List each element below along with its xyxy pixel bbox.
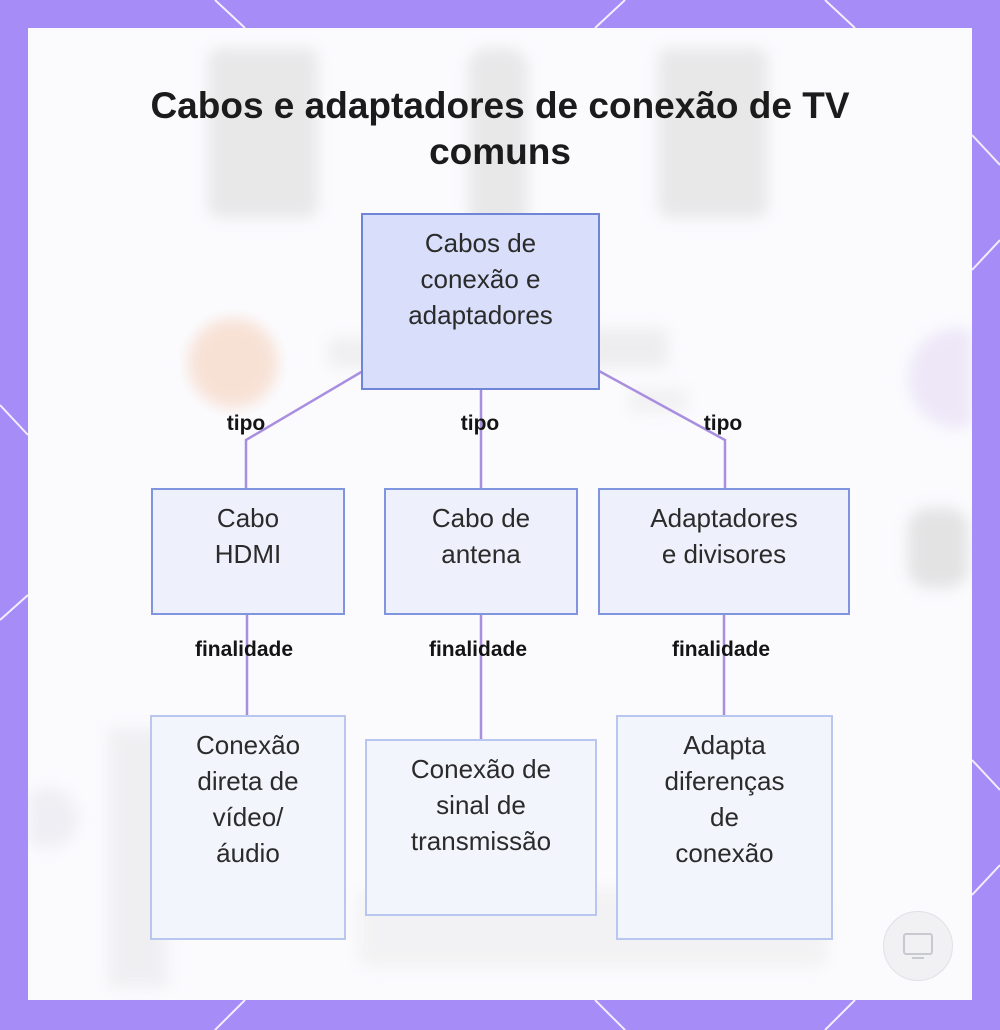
edge-label-finalidade-adaptadores: finalidade (671, 638, 771, 661)
edge-root-to-hdmi (244, 369, 365, 490)
leaf-conexao-sinal-transmissao-label: Conexão de sinal de transmissão (410, 754, 552, 856)
leaf-conexao-video-audio-label: Conexão direta de vídeo/ áudio (195, 730, 301, 868)
node-cabo-hdmi: Cabo HDMI (151, 488, 345, 615)
edge-label-tipo-hdmi: tipo (226, 412, 266, 435)
leaf-adapta-diferencas-label: Adapta diferenças de conexão (664, 730, 785, 868)
leaf-conexao-video-audio: Conexão direta de vídeo/ áudio (150, 715, 346, 940)
screen-watermark-icon (883, 911, 953, 981)
node-adaptadores-divisores-label: Adaptadores e divisores (650, 503, 798, 569)
root-node-label: Cabos de conexão e adaptadores (408, 228, 553, 330)
edge-label-tipo-antena: tipo (460, 412, 500, 435)
edge-label-tipo-adaptadores: tipo (703, 412, 743, 435)
root-node: Cabos de conexão e adaptadores (361, 213, 600, 390)
connector-lines (244, 369, 727, 742)
node-adaptadores-divisores: Adaptadores e divisores (598, 488, 850, 615)
edge-label-finalidade-hdmi: finalidade (194, 638, 294, 661)
diagram-title: Cabos e adaptadores de conexão de TV com… (150, 85, 850, 172)
node-cabo-antena-label: Cabo de antena (431, 503, 531, 569)
edge-label-finalidade-antena: finalidade (428, 638, 528, 661)
leaf-adapta-diferencas: Adapta diferenças de conexão (616, 715, 833, 940)
diagram-card: Cabos e adaptadores de conexão de TV com… (28, 28, 972, 1000)
edge-root-to-adaptadores (597, 369, 727, 490)
node-cabo-antena: Cabo de antena (384, 488, 578, 615)
leaf-conexao-sinal-transmissao: Conexão de sinal de transmissão (365, 739, 597, 916)
node-cabo-hdmi-label: Cabo HDMI (214, 503, 282, 569)
